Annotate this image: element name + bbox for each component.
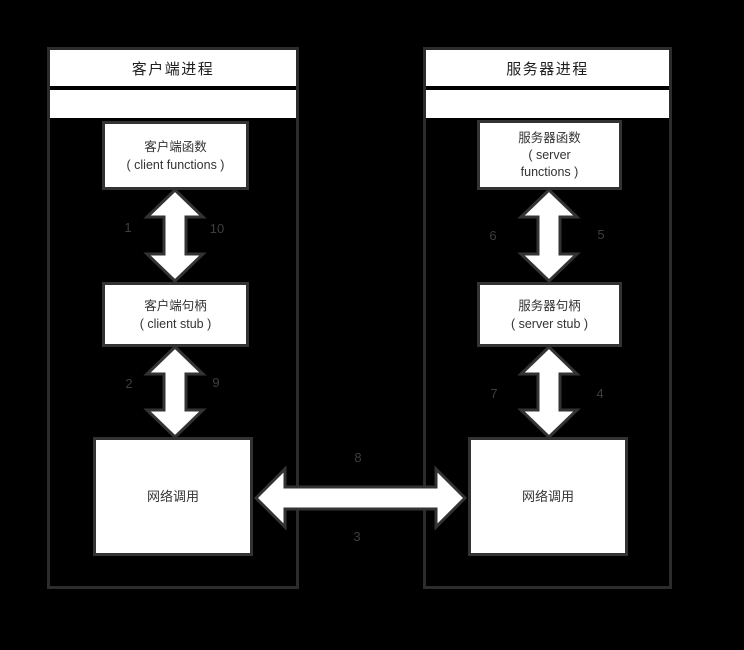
server-stub-label-zh: 服务器句柄 <box>518 298 581 313</box>
client-functions-label-zh: 客户端函数 <box>144 139 207 154</box>
client-process-title-label: 客户端进程 <box>131 60 215 78</box>
server-process-title-label: 服务器进程 <box>506 60 589 78</box>
server-process-title: 服务器进程 <box>426 50 669 86</box>
server-functions-box: 服务器函数 ( server functions ) <box>477 120 622 190</box>
server-stub-box: 服务器句柄 ( server stub ) <box>477 282 622 347</box>
client-process-title: 客户端进程 <box>50 50 296 86</box>
client-stub-label-en: ( client stub ) <box>139 316 212 331</box>
client-functions-label-en: ( client functions ) <box>126 157 225 172</box>
step-label-2: 2 <box>125 376 133 391</box>
client-stub-box: 客户端句柄 ( client stub ) <box>102 282 249 347</box>
step-label-3: 3 <box>353 529 361 544</box>
step-label-7: 7 <box>490 386 498 401</box>
server-process-strip <box>426 90 669 118</box>
client-network-box: 网络调用 <box>93 437 253 556</box>
client-functions-box: 客户端函数 ( client functions ) <box>102 121 249 190</box>
server-network-label: 网络调用 <box>521 488 574 504</box>
server-functions-label-zh: 服务器函数 <box>518 130 581 145</box>
server-functions-label-en1: ( server <box>528 147 571 162</box>
step-label-8: 8 <box>354 450 362 465</box>
server-process-container <box>423 47 672 589</box>
step-label-10: 10 <box>209 221 225 236</box>
client-process-container <box>47 47 299 589</box>
step-label-9: 9 <box>212 375 220 390</box>
client-network-label: 网络调用 <box>146 488 199 504</box>
step-label-5: 5 <box>597 227 605 242</box>
step-label-4: 4 <box>596 386 604 401</box>
client-process-strip <box>50 90 296 118</box>
step-label-1: 1 <box>124 220 132 235</box>
step-label-6: 6 <box>489 228 497 243</box>
server-network-box: 网络调用 <box>468 437 628 556</box>
client-stub-label-zh: 客户端句柄 <box>144 298 207 313</box>
server-stub-label-en: ( server stub ) <box>510 316 589 331</box>
server-functions-label-en2: functions ) <box>520 164 579 179</box>
